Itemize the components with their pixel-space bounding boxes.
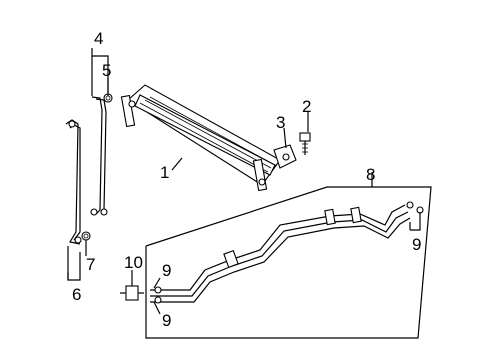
cooler-lines	[150, 201, 424, 304]
hose-kit-box	[145, 186, 432, 339]
callout-1: 1	[160, 163, 169, 182]
callout-10: 10	[124, 253, 143, 272]
clip	[103, 93, 113, 103]
callout-5: 5	[102, 61, 111, 80]
callout-9-lower: 9	[162, 311, 171, 330]
oil-cooler	[120, 84, 281, 192]
callout-9-right: 9	[412, 235, 421, 254]
bolt	[299, 132, 311, 155]
callout-9-upper: 9	[162, 261, 171, 280]
callout-2: 2	[302, 97, 311, 116]
callout-3: 3	[276, 113, 285, 132]
washer	[81, 231, 91, 241]
callout-8: 8	[366, 165, 375, 184]
connector-fitting	[120, 285, 144, 301]
upper-tube	[90, 96, 108, 216]
callout-4: 4	[94, 29, 103, 48]
callout-6: 6	[72, 285, 81, 304]
leader-lines	[67, 48, 421, 315]
callout-7: 7	[86, 255, 95, 274]
bracket	[273, 144, 297, 169]
lower-tube	[65, 119, 82, 245]
